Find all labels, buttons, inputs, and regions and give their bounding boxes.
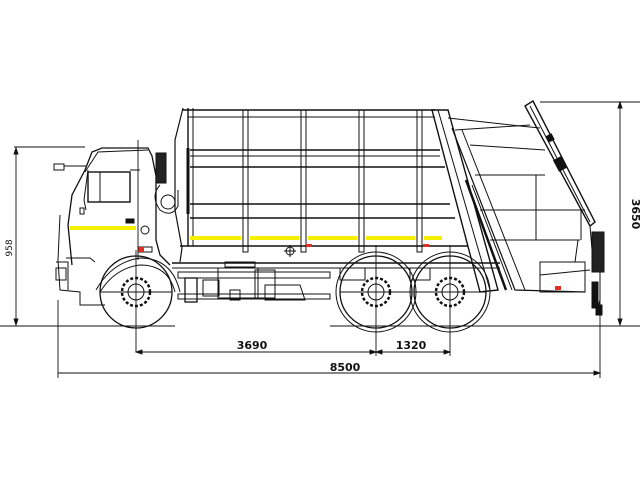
cab-window: [87, 171, 131, 203]
side-marker-light: [423, 244, 429, 247]
dimension-lines: [13, 100, 623, 376]
construction-lines: [0, 101, 640, 378]
dimension-label-left-height: 958: [5, 239, 15, 256]
dimension-label-overall-length: 8500: [330, 361, 361, 374]
rear-tailgate: [431, 100, 605, 316]
side-marker-light: [306, 244, 312, 247]
dimension-label-overall-height: 3650: [629, 199, 640, 230]
dimension-label-wheelbase: 3690: [237, 339, 268, 352]
door-handle: [125, 218, 135, 224]
mirror: [53, 163, 65, 171]
compactor-body: [172, 107, 500, 303]
body-reflective-stripes: [190, 236, 442, 240]
dimension-label-axle-spacing: 1320: [396, 339, 427, 352]
cab-reflective-stripe: [70, 226, 136, 230]
